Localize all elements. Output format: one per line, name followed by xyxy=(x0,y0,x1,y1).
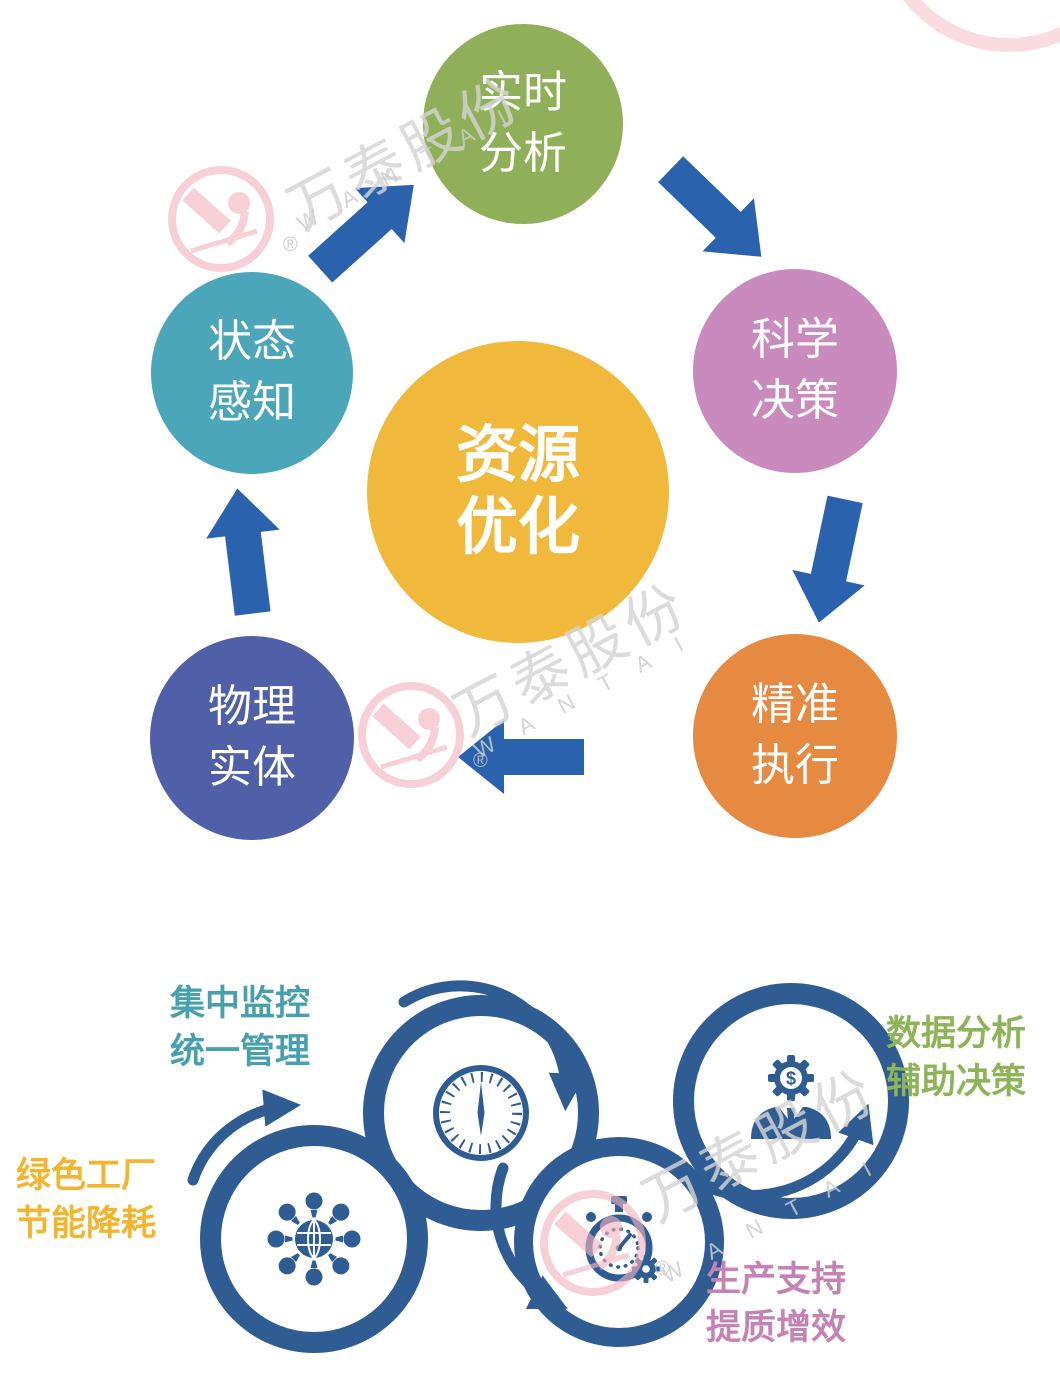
feature-label-line: 节能降耗 xyxy=(16,1204,157,1243)
cycle-node-realtime-analysis: 实时分析 xyxy=(423,24,623,224)
feature-label-line: 生产支持 xyxy=(706,1260,847,1299)
cycle-node-precise-execution: 精准执行 xyxy=(693,634,897,838)
feature-label-line: 辅助决策 xyxy=(886,1062,1027,1101)
cycle-node-label: 精准执行 xyxy=(751,680,839,790)
cycle-node-label: 物理实体 xyxy=(208,682,296,792)
feature-circle-production-support xyxy=(514,1137,724,1347)
registered-mark-watermark: ® xyxy=(283,234,298,256)
feature-label-line: 绿色工厂 xyxy=(16,1156,157,1195)
cycle-node-label: 状态感知 xyxy=(208,317,296,427)
feature-label-line: 统一管理 xyxy=(170,1032,311,1071)
arrow-analysis-to-decision-icon xyxy=(658,156,762,257)
feature-label-green-factory: 绿色工厂 节能降耗 xyxy=(16,1152,156,1248)
feature-label-line: 数据分析 xyxy=(886,1014,1027,1053)
cycle-center-label: 资源优化 xyxy=(455,421,580,562)
arrow-state-to-analysis-icon xyxy=(308,184,414,283)
arrow-entity-to-state-icon xyxy=(206,488,280,616)
cycle-center-resource-optimization: 资源优化 xyxy=(367,341,669,643)
wantai-logo-watermark-icon xyxy=(358,682,464,788)
feature-label-line: 集中监控 xyxy=(170,984,311,1023)
feature-circle-data-analysis: $ xyxy=(673,983,909,1219)
cycle-node-scientific-decision: 科学决策 xyxy=(693,269,897,473)
wantai-logo-watermark-icon xyxy=(168,166,274,272)
stopwatch-gear-icon xyxy=(585,1196,660,1283)
feature-label-production-support: 生产支持 提质增效 xyxy=(706,1256,846,1352)
cycle-node-state-perception: 状态感知 xyxy=(151,272,353,474)
feature-label-central-monitoring: 集中监控 统一管理 xyxy=(170,980,310,1076)
analyst-dollar-gear-icon: $ xyxy=(751,1055,831,1139)
feature-label-line: 提质增效 xyxy=(706,1308,847,1347)
feature-circle-green-factory xyxy=(200,1125,428,1353)
globe-network-icon xyxy=(267,1192,361,1286)
dollar-glyph: $ xyxy=(786,1069,796,1089)
cycle-node-label: 科学决策 xyxy=(751,315,839,425)
arrow-execution-to-entity-icon xyxy=(458,720,584,794)
arrow-decision-to-execution-icon xyxy=(792,495,865,623)
cycle-node-physical-entity: 物理实体 xyxy=(150,636,354,840)
registered-mark-watermark: ® xyxy=(473,750,488,772)
feature-label-data-analysis: 数据分析 辅助决策 xyxy=(886,1010,1026,1106)
cycle-node-label: 实时分析 xyxy=(479,68,567,178)
wantai-logo-watermark-partial-icon xyxy=(875,0,1060,52)
gauge-icon xyxy=(433,1065,529,1161)
